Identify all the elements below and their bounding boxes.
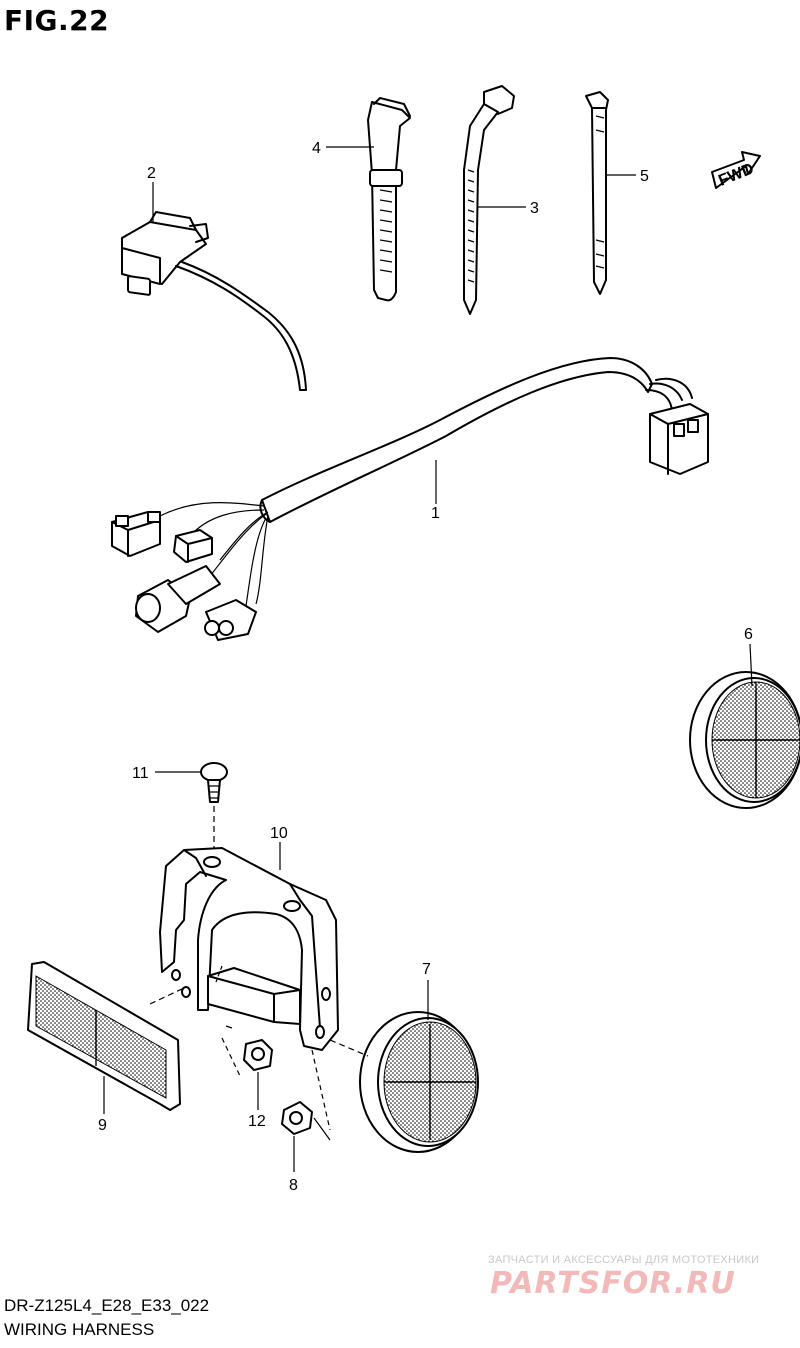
callout-10: 10 [270,825,288,842]
part-7-round-reflector [329,1011,479,1153]
part-11-screw [200,762,228,850]
part-2-switch [121,211,307,391]
callout-6: 6 [744,626,753,643]
callout-9: 9 [98,1117,107,1134]
section-name: WIRING HARNESS [4,1320,155,1339]
model-code: DR-Z125L4_E28_E33_022 [4,1296,210,1315]
figure-title: FIG.22 [4,4,110,37]
callout-2: 2 [147,165,156,182]
watermark-brand: PARTSFOR.RU [490,1266,736,1301]
part-6-round-reflector [689,671,800,809]
watermark-tagline: ЗАПЧАСТИ И АКСЕССУАРЫ ДЛЯ МОТОТЕХНИКИ [488,1254,760,1266]
callout-11: 11 [132,765,149,782]
callout-4: 4 [312,140,321,157]
callout-5: 5 [640,168,649,185]
callout-labels: 2 4 3 5 1 6 11 10 7 9 12 8 [98,140,753,1194]
part-3-cable-tie [463,85,515,315]
part-8-nut [281,1049,331,1141]
forward-arrow-icon: FWD [711,151,761,190]
callout-1: 1 [431,505,440,522]
callout-leaders [103,146,753,1172]
callout-7: 7 [422,961,431,978]
callout-3: 3 [530,200,539,217]
part-4-clamp-band [367,97,411,302]
callout-12: 12 [248,1113,266,1130]
part-1-wiring-harness [111,357,709,641]
part-12-nut [221,1025,273,1077]
part-9-rect-reflector [27,961,185,1111]
part-10-bracket [159,847,339,1051]
part-5-cable-tie [585,91,609,295]
callout-8: 8 [289,1177,298,1194]
